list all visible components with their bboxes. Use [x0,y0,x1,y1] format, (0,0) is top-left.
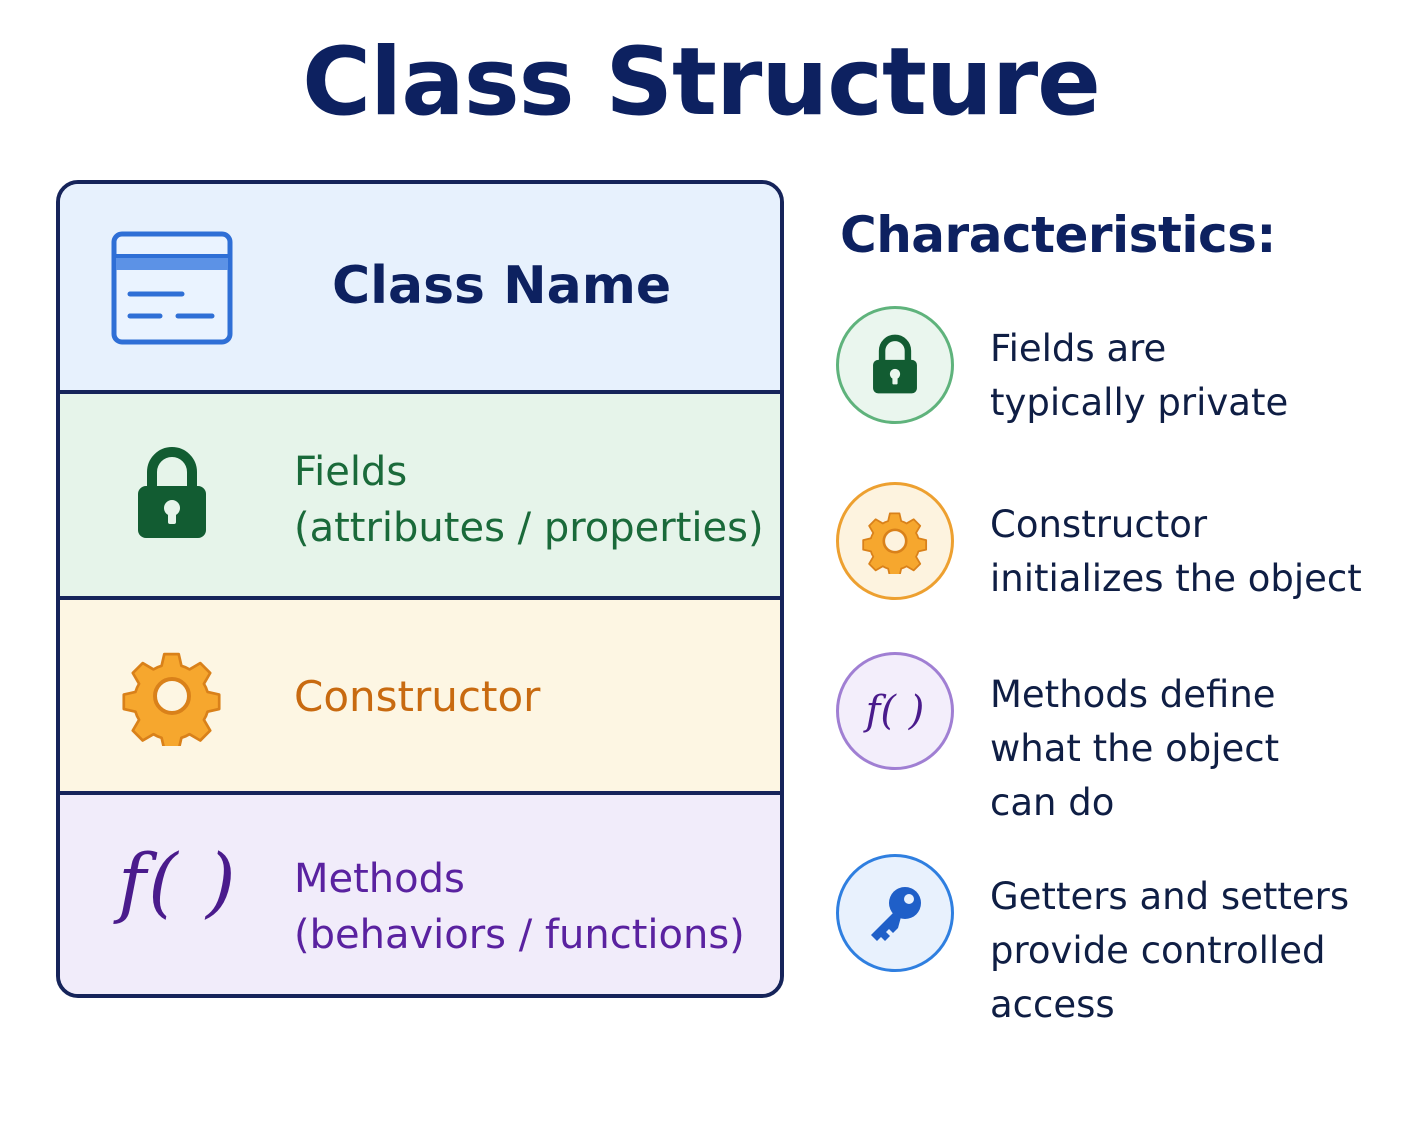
characteristic-line: access [990,983,1115,1026]
constructor-section: Constructor [60,596,780,791]
class-name-label: Class Name [332,256,672,316]
function-icon: f( ) [865,688,925,734]
methods-subtitle: (behaviors / functions) [294,912,745,958]
fields-subtitle: (attributes / properties) [294,505,764,551]
characteristic-line: Getters and setters [990,875,1350,918]
class-diagram-box: Class Name Fields (attributes / properti… [56,180,784,998]
constructor-label: Constructor [294,672,541,721]
characteristic-line: typically private [990,381,1289,424]
gear-icon [122,652,221,746]
characteristic-line: Methods define [990,673,1276,716]
characteristic-line: Constructor [990,503,1208,546]
methods-label: Methods (behaviors / functions) [294,851,745,963]
function-icon: f( ) [118,837,238,926]
key-icon [871,887,921,941]
characteristic-badge: f( ) [836,652,954,770]
characteristic-line: initializes the object [990,557,1362,600]
characteristic-line: can do [990,781,1115,824]
methods-section: f( ) Methods (behaviors / functions) [60,791,780,994]
lock-icon [873,334,917,394]
lock-icon [138,447,206,538]
fields-section: Fields (attributes / properties) [60,390,780,596]
characteristic-text: Fields are typically private [990,322,1402,430]
characteristics-title: Characteristics: [840,206,1276,264]
characteristic-line: provide controlled [990,929,1326,972]
page-title: Class Structure [302,28,1101,137]
characteristic-line: Fields are [990,327,1167,370]
window-card-icon [111,231,233,345]
class-name-section: Class Name [60,184,780,390]
characteristic-badge [836,482,954,600]
characteristic-text: Methods define what the object can do [990,668,1402,830]
characteristic-badge [836,854,954,972]
characteristic-line: what the object [990,727,1280,770]
characteristic-text: Constructor initializes the object [990,498,1402,606]
characteristic-text: Getters and setters provide controlled a… [990,870,1402,1032]
methods-title: Methods [294,856,465,902]
gear-icon [862,512,928,574]
fields-title: Fields [294,449,408,495]
fields-label: Fields (attributes / properties) [294,444,764,556]
characteristic-badge [836,306,954,424]
